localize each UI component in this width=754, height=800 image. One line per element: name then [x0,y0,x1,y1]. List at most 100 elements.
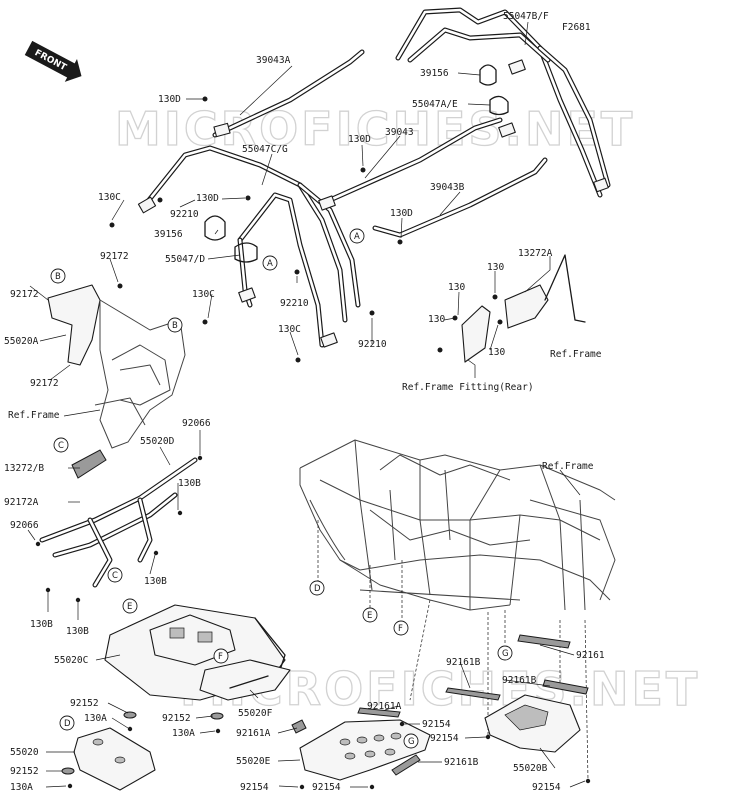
part-label-130d: 130D [158,94,181,105]
ref-frame-label: Ref.Frame [550,349,602,360]
callout-f: F [393,620,409,636]
figure-code: F2681 [562,22,591,33]
part-label-92154: 92154 [312,782,341,793]
svg-text:B: B [172,321,178,331]
part-label-92152: 92152 [10,766,39,777]
part-label-130c: 130C [278,324,301,335]
ref-frame-label: Ref.Frame [542,461,594,472]
part-label-130b: 130B [178,478,201,489]
part-label-55020a: 55020A [4,336,39,347]
front-direction-arrow: FRONT [24,40,82,82]
part-label-92154: 92154 [422,719,451,730]
part-label-55020f: 55020F [238,708,273,719]
part-label-92210: 92210 [358,339,387,350]
part-label-92161b: 92161B [444,757,479,768]
part-label-130a: 130A [84,713,107,724]
callout-c: C [107,567,123,583]
part-labels: 55047B/F F2681 39043A 130D 39156 55047A/… [4,11,605,793]
part-label-130d: 130D [196,193,219,204]
part-label-39156: 39156 [420,68,449,79]
assembly-leader-lines [317,520,589,781]
roll-cage-assembly [137,7,611,348]
part-label-55047ae: 55047A/E [412,99,458,110]
part-label-92172a: 92172A [4,497,39,508]
part-label-92210: 92210 [280,298,309,309]
svg-text:C: C [112,571,118,581]
rear-frame-fitting-bracket [461,254,586,363]
part-label-39043a: 39043A [256,55,291,66]
part-label-55020e: 55020E [236,756,271,767]
part-label-55047cg: 55047C/G [242,144,288,155]
skid-plate-55020b [484,694,581,753]
part-label-92172: 92172 [30,378,59,389]
svg-text:B: B [55,272,61,282]
svg-text:D: D [314,584,321,594]
svg-text:A: A [354,232,360,242]
svg-text:A: A [267,259,273,269]
callout-e: E [122,598,138,614]
svg-text:F: F [398,624,403,634]
callout-c: C [53,437,69,453]
front-guard-bar-55020d [35,455,203,603]
callout-b: B [50,268,66,284]
callout-e: E [362,607,378,623]
part-label-130: 130 [488,347,505,358]
part-label-92154: 92154 [240,782,269,793]
part-label-55020d: 55020D [140,436,175,447]
callout-a: A [349,228,365,244]
part-label-13272b: 13272/B [4,463,44,474]
skid-plate-55020 [73,727,156,791]
part-label-55020: 55020 [10,747,39,758]
svg-text:D: D [64,719,71,729]
callout-d: D [59,715,75,731]
main-frame-reference [299,439,616,611]
callout-g: G [497,645,513,661]
part-label-92066: 92066 [182,418,211,429]
svg-text:E: E [367,611,372,621]
part-label-92161b: 92161B [446,657,481,668]
callout-b: B [167,317,183,333]
part-label-92210: 92210 [170,209,199,220]
part-label-92152: 92152 [70,698,99,709]
part-label-13272a: 13272A [518,248,553,259]
part-label-130b: 130B [66,626,89,637]
svg-text:F: F [218,652,223,662]
part-label-92172: 92172 [100,251,129,262]
part-label-55020b: 55020B [513,763,548,774]
front-guard-bracket-assembly [47,284,186,479]
skid-plate-55020e [299,719,431,781]
part-label-39043b: 39043B [430,182,465,193]
part-label-130d: 130D [390,208,413,219]
part-label-92154: 92154 [430,733,459,744]
seal-strips [291,634,589,776]
callout-f: F [213,648,229,664]
svg-text:G: G [502,649,509,659]
skid-plate-55020f [199,659,291,701]
callout-d: D [309,580,325,596]
part-label-39043: 39043 [385,127,414,138]
upper-bolts [109,96,503,363]
part-label-92161a: 92161A [367,701,402,712]
part-label-130: 130 [428,314,445,325]
part-label-130: 130 [487,262,504,273]
part-label-92154: 92154 [532,782,561,793]
part-label-130b: 130B [144,576,167,587]
part-label-130a: 130A [172,728,195,739]
reference-callouts: A A B B C C D D E E F F G G [50,228,513,749]
part-label-55047d: 55047/D [165,254,205,265]
part-label-130d: 130D [348,134,371,145]
svg-text:G: G [408,737,415,747]
part-label-92161b: 92161B [502,675,537,686]
svg-text:E: E [127,602,132,612]
part-label-130a: 130A [10,782,33,793]
part-leader-lines [27,21,586,788]
part-label-92172: 92172 [10,289,39,300]
part-label-130c: 130C [192,289,215,300]
callout-g: G [403,733,419,749]
part-label-92161a: 92161A [236,728,271,739]
part-label-55047bf: 55047B/F [503,11,549,22]
part-label-130: 130 [448,282,465,293]
watermark-top: MICROFICHES.NET [115,102,635,156]
